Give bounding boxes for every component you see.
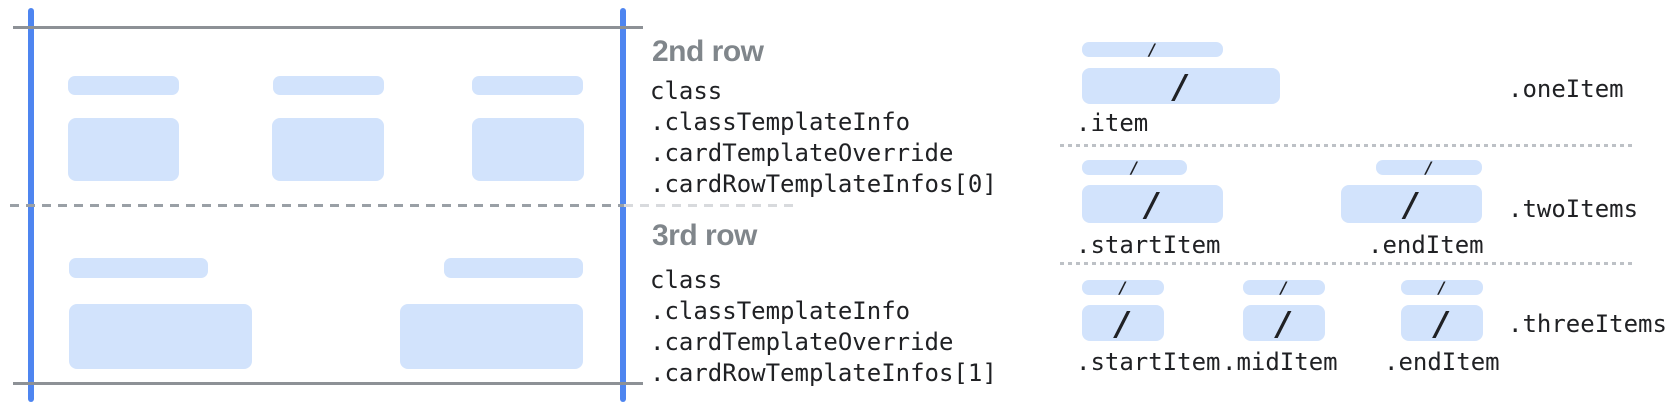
threeitems-layout-label: .threeItems bbox=[1508, 310, 1667, 338]
card-row3-col1-label-bar bbox=[69, 258, 208, 278]
row2-code-line: class bbox=[650, 77, 723, 105]
twoitems-layout-label: .twoItems bbox=[1508, 195, 1639, 223]
row3-code-line: .classTemplateInfo bbox=[650, 297, 911, 325]
row2-code-line: .cardRowTemplateInfos[0] bbox=[650, 170, 997, 198]
twoitems-enditem-label: .endItem bbox=[1368, 231, 1484, 259]
threeitems-enditem-big-bar: / bbox=[1401, 305, 1483, 341]
threeitems-startitem-label: .startItem bbox=[1076, 348, 1221, 376]
card-row2-col3-label-bar bbox=[472, 76, 583, 95]
slash-icon: / bbox=[1113, 303, 1133, 343]
slash-icon: / bbox=[1274, 303, 1294, 343]
slash-icon: / bbox=[1171, 66, 1191, 106]
row2-code-line: .cardTemplateOverride bbox=[650, 139, 954, 167]
card-row3-col2-label-bar bbox=[444, 258, 583, 278]
card-row2-col1-value-bar bbox=[68, 118, 179, 181]
slash-icon: / bbox=[1401, 184, 1422, 224]
oneitem-item-small-bar: / bbox=[1082, 39, 1223, 59]
twoitems-startitem-label: .startItem bbox=[1076, 231, 1221, 259]
row3-heading: 3rd row bbox=[652, 219, 757, 252]
row3-code-line: class bbox=[650, 266, 723, 294]
card-row2-col2-value-bar bbox=[272, 118, 384, 181]
card-row3-col2-value-bar bbox=[400, 304, 583, 369]
threeitems-miditem-small-bar: / bbox=[1243, 277, 1325, 297]
row-divider-dashed-line bbox=[10, 204, 624, 207]
legend-divider-dotted-line bbox=[1060, 262, 1632, 265]
card-row2-col1-label-bar bbox=[68, 76, 179, 95]
card-bottom-edge-line bbox=[13, 382, 643, 385]
slash-icon: / bbox=[1424, 157, 1434, 177]
twoitems-enditem-small-bar: / bbox=[1376, 157, 1482, 177]
oneitem-item-label: .item bbox=[1076, 109, 1149, 137]
threeitems-miditem-label: .midItem bbox=[1222, 348, 1338, 376]
oneitem-item-big-bar: / bbox=[1082, 68, 1280, 104]
slash-icon: / bbox=[1118, 277, 1128, 297]
twoitems-startitem-big-bar: / bbox=[1082, 185, 1223, 223]
slash-icon: / bbox=[1432, 303, 1452, 343]
row3-code-line: .cardRowTemplateInfos[1] bbox=[650, 359, 997, 387]
row2-code-line: .classTemplateInfo bbox=[650, 108, 911, 136]
threeitems-startitem-big-bar: / bbox=[1082, 305, 1164, 341]
card-top-edge-line bbox=[13, 26, 643, 29]
card-row2-col2-label-bar bbox=[273, 76, 384, 95]
threeitems-startitem-small-bar: / bbox=[1082, 277, 1164, 297]
threeitems-miditem-big-bar: / bbox=[1243, 305, 1325, 341]
legend-divider-dotted-line bbox=[1060, 144, 1632, 147]
threeitems-enditem-small-bar: / bbox=[1401, 277, 1483, 297]
slash-icon: / bbox=[1142, 184, 1163, 224]
row3-code-line: .cardTemplateOverride bbox=[650, 328, 954, 356]
card-row2-col3-value-bar bbox=[472, 118, 584, 181]
card-row3-col1-value-bar bbox=[69, 304, 252, 369]
row2-heading: 2nd row bbox=[652, 35, 764, 68]
slash-icon: / bbox=[1129, 157, 1140, 177]
twoitems-enditem-big-bar: / bbox=[1341, 185, 1482, 223]
twoitems-startitem-small-bar: / bbox=[1082, 157, 1187, 177]
oneitem-layout-label: .oneItem bbox=[1508, 75, 1624, 103]
slash-icon: / bbox=[1437, 277, 1447, 297]
row-divider-dashed-line-extension bbox=[624, 204, 797, 207]
slash-icon: / bbox=[1147, 39, 1158, 59]
slash-icon: / bbox=[1279, 277, 1289, 297]
threeitems-enditem-label: .endItem bbox=[1384, 348, 1500, 376]
